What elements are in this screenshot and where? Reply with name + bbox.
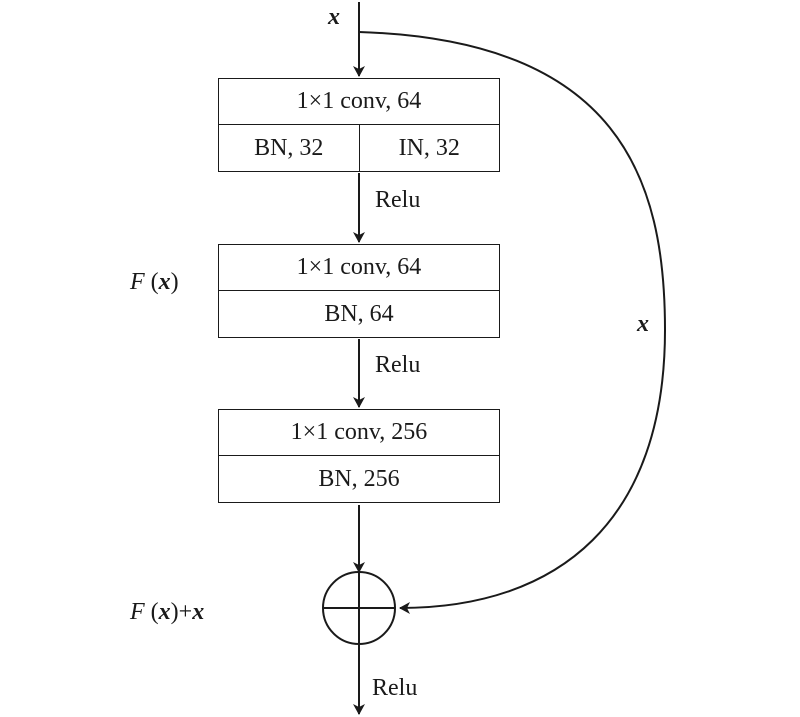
sum-x: x bbox=[158, 599, 171, 625]
fx-open: ( bbox=[144, 269, 159, 295]
sum-node-icon bbox=[322, 571, 396, 645]
skip-x-label: x bbox=[637, 311, 649, 337]
fx-close: ) bbox=[170, 269, 179, 295]
fx-x: x bbox=[158, 269, 171, 295]
conv-block-1-norm-row: BN, 32 IN, 32 bbox=[219, 125, 499, 171]
conv-block-2: 1×1 conv, 64 BN, 64 bbox=[218, 244, 500, 338]
input-x-label: x bbox=[328, 4, 340, 30]
conv-block-1-layer: 1×1 conv, 64 bbox=[219, 79, 499, 125]
sum-x2: x bbox=[192, 599, 205, 625]
sum-label: F (x)+x bbox=[130, 600, 204, 624]
conv-block-3: 1×1 conv, 256 BN, 256 bbox=[218, 409, 500, 503]
sum-open: ( bbox=[144, 599, 159, 625]
residual-function-label: F (x) bbox=[130, 270, 179, 294]
fx-f: F bbox=[130, 269, 145, 295]
relu-label-1: Relu bbox=[375, 187, 421, 213]
skip-connection-curve bbox=[358, 31, 667, 614]
instance-norm-cell: IN, 32 bbox=[398, 134, 460, 161]
conv-block-2-layer: 1×1 conv, 64 bbox=[219, 245, 499, 291]
sum-f: F bbox=[130, 599, 145, 625]
batch-norm-cell: BN, 32 bbox=[219, 125, 360, 171]
conv-block-2-norm: BN, 64 bbox=[324, 300, 394, 327]
relu-label-3: Relu bbox=[372, 675, 418, 701]
conv-block-3-norm: BN, 256 bbox=[318, 465, 400, 492]
relu-label-2: Relu bbox=[375, 352, 421, 378]
sum-close: )+ bbox=[170, 599, 193, 625]
conv-block-1: 1×1 conv, 64 BN, 32 IN, 32 bbox=[218, 78, 500, 172]
conv-block-3-layer: 1×1 conv, 256 bbox=[219, 410, 499, 456]
